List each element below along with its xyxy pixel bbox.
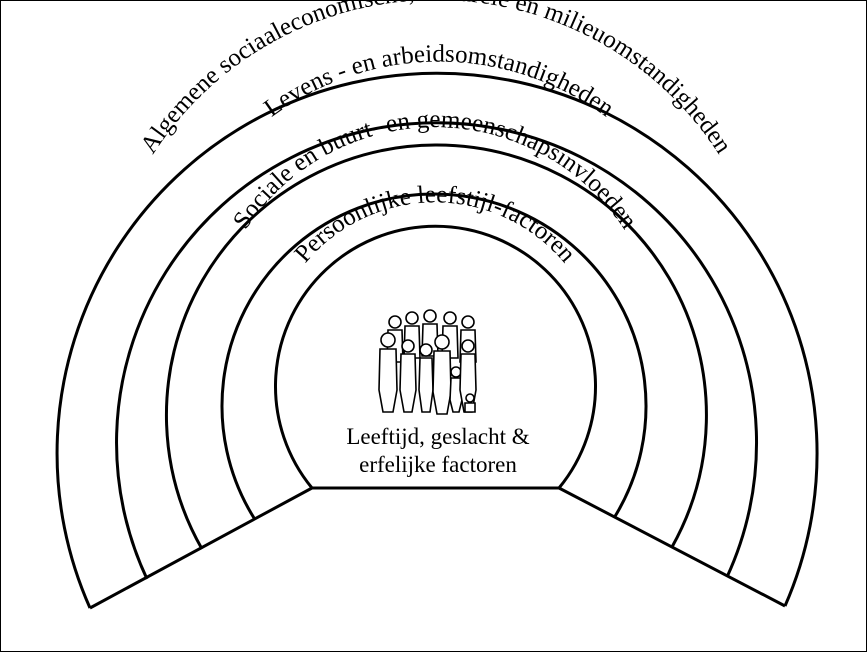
people-group-icon <box>378 309 477 415</box>
center-text-line2: erfelijke factoren <box>359 452 517 477</box>
ring-2-arc <box>115 121 758 580</box>
ring-3-arc <box>164 143 708 550</box>
inner-core-arc <box>274 224 597 490</box>
left-base-edge <box>89 486 313 610</box>
ring-4-arc <box>220 192 648 519</box>
center-text-line1: Leeftijd, geslacht & <box>346 424 529 449</box>
ring-outer-arc <box>55 71 819 609</box>
right-base-edge <box>558 486 786 608</box>
